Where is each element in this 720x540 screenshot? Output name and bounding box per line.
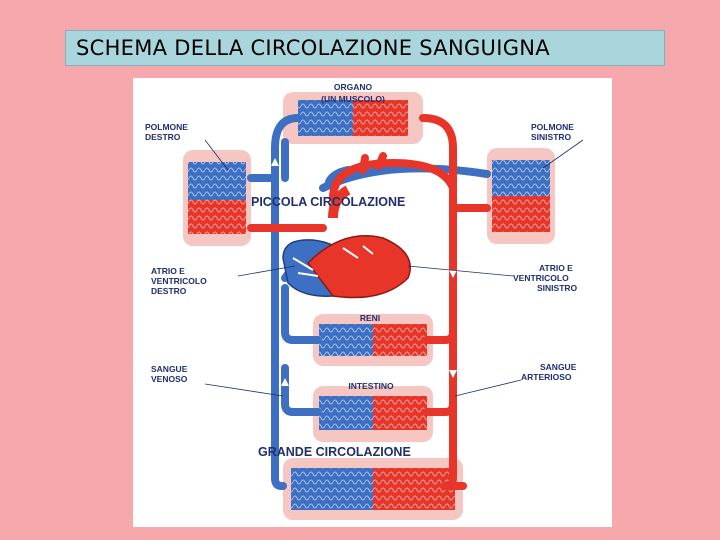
label-sangue-arterioso-2: ARTERIOSO bbox=[521, 372, 572, 382]
lung-right bbox=[183, 150, 251, 246]
label-polmone-destro-2: DESTRO bbox=[145, 132, 181, 142]
label-atrio-sinistro-3: SINISTRO bbox=[537, 283, 578, 293]
label-polmone-sinistro-2: SINISTRO bbox=[531, 132, 572, 142]
label-grande-circolazione: GRANDE CIRCOLAZIONE bbox=[258, 445, 411, 459]
label-atrio-destro-2: VENTRICOLO bbox=[151, 276, 207, 286]
label-atrio-sinistro-1: ATRIO E bbox=[539, 263, 573, 273]
organ-lower-body bbox=[283, 458, 463, 520]
label-organo-2: (UN MUSCOLO) bbox=[321, 94, 385, 104]
title-banner: SCHEMA DELLA CIRCOLAZIONE SANGUIGNA bbox=[65, 30, 665, 66]
label-atrio-destro-1: ATRIO E bbox=[151, 266, 185, 276]
lung-left bbox=[487, 148, 555, 244]
label-sangue-venoso-1: SANGUE bbox=[151, 364, 188, 374]
arrow-up-icon bbox=[281, 378, 289, 386]
label-polmone-sinistro-1: POLMONE bbox=[531, 122, 574, 132]
label-reni: RENI bbox=[360, 313, 380, 323]
circulation-diagram: ORGANO (UN MUSCOLO) POLMONE DESTRO POLMO… bbox=[133, 78, 612, 527]
page-title: SCHEMA DELLA CIRCOLAZIONE SANGUIGNA bbox=[76, 36, 550, 60]
arrow-down-icon bbox=[449, 370, 457, 378]
label-sangue-arterioso-1: SANGUE bbox=[540, 362, 577, 372]
label-intestino: INTESTINO bbox=[348, 381, 394, 391]
leader-lines bbox=[204, 139, 584, 397]
label-atrio-destro-3: DESTRO bbox=[151, 286, 187, 296]
label-sangue-venoso-2: VENOSO bbox=[151, 374, 188, 384]
heart bbox=[282, 185, 411, 299]
arrow-down-icon bbox=[449, 270, 457, 278]
arterial-vessels bbox=[247, 114, 491, 490]
label-polmone-destro-1: POLMONE bbox=[145, 122, 188, 132]
labels: ORGANO (UN MUSCOLO) POLMONE DESTRO POLMO… bbox=[145, 82, 578, 459]
organ-kidneys bbox=[313, 314, 433, 366]
organ-muscle bbox=[283, 92, 423, 144]
circulation-svg: ORGANO (UN MUSCOLO) POLMONE DESTRO POLMO… bbox=[145, 82, 584, 520]
label-organo-1: ORGANO bbox=[334, 82, 373, 92]
arrow-up-icon bbox=[271, 158, 279, 166]
organ-intestine bbox=[313, 386, 433, 442]
flow-arrows bbox=[271, 158, 457, 386]
label-piccola-circolazione: PICCOLA CIRCOLAZIONE bbox=[251, 195, 405, 209]
label-atrio-sinistro-2: VENTRICOLO bbox=[513, 273, 569, 283]
